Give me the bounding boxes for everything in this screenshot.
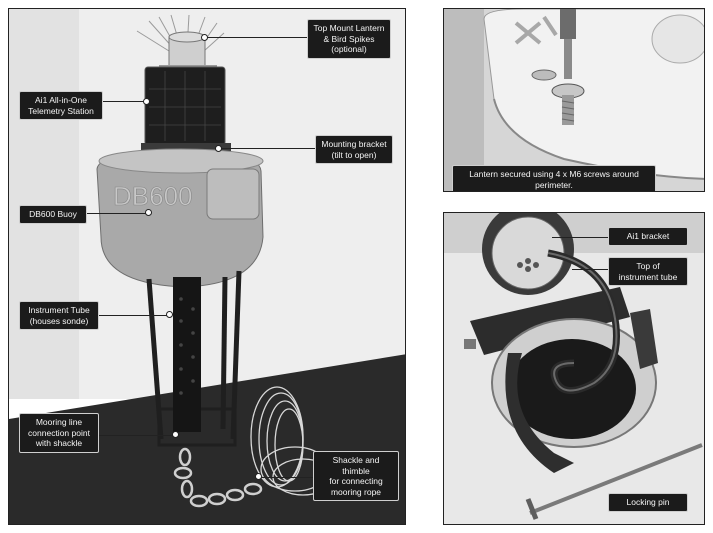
mounting-bracket-label: Mounting bracket (tilt to open) [315, 135, 393, 164]
main-photo-panel: DB600 Top Mount Lantern [8, 8, 406, 525]
lantern-screws-illustration [444, 9, 704, 191]
tube-top-label: Top of instrument tube [608, 257, 688, 286]
lantern-screws-caption: Lantern secured using 4 x M6 screws arou… [452, 165, 656, 191]
telemetry-label: Ai1 All-in-One Telemetry Station [19, 91, 103, 120]
lantern-screws-photo-panel: Lantern secured using 4 x M6 screws arou… [443, 8, 705, 192]
lantern-label: Top Mount Lantern & Bird Spikes (optiona… [307, 19, 391, 59]
instrument-tube-label: Instrument Tube (houses sonde) [19, 301, 99, 330]
ai1-bracket-label: Ai1 bracket [608, 227, 688, 246]
buoy-lettering: DB600 [113, 181, 193, 211]
buoy-label: DB600 Buoy [19, 205, 87, 224]
main-photo-illustration: DB600 [9, 9, 405, 524]
shackle-thimble-label: Shackle and thimble for connecting moori… [313, 451, 399, 501]
locking-pin-label: Locking pin [608, 493, 688, 512]
mooring-point-label: Mooring line connection point with shack… [19, 413, 99, 453]
bracket-tube-photo-panel: Ai1 bracket Top of instrument tube Locki… [443, 212, 705, 525]
